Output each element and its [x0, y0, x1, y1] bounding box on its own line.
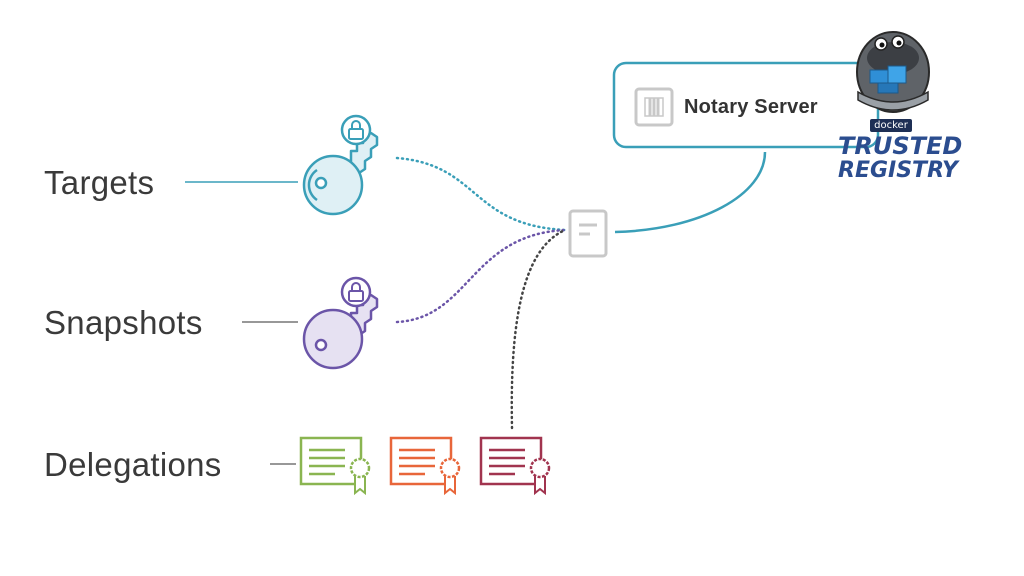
- delegations-label: Delegations: [44, 446, 222, 483]
- notary-server-label: Notary Server: [684, 96, 818, 118]
- snapshots-key-icon: [302, 276, 379, 370]
- targets-label: Targets: [44, 164, 155, 201]
- certificate-icon: [479, 436, 551, 496]
- logo-line-registry: REGISTRY: [838, 158, 958, 183]
- snapshots-connector: [395, 228, 567, 324]
- docker-registry-logo-icon: [856, 31, 930, 113]
- delegations-connector: [510, 228, 567, 430]
- server-connector: [614, 151, 767, 234]
- docker-wordmark: docker: [870, 119, 912, 132]
- logo-line-trusted: TRUSTED: [838, 132, 963, 160]
- targets-key-icon: [302, 114, 379, 216]
- targets-connector: [395, 156, 567, 232]
- certificate-icon: [389, 436, 461, 496]
- document-icon: [568, 209, 608, 258]
- snapshots-label: Snapshots: [44, 304, 203, 341]
- certificate-icon: [299, 436, 371, 496]
- server-icon: [634, 87, 674, 127]
